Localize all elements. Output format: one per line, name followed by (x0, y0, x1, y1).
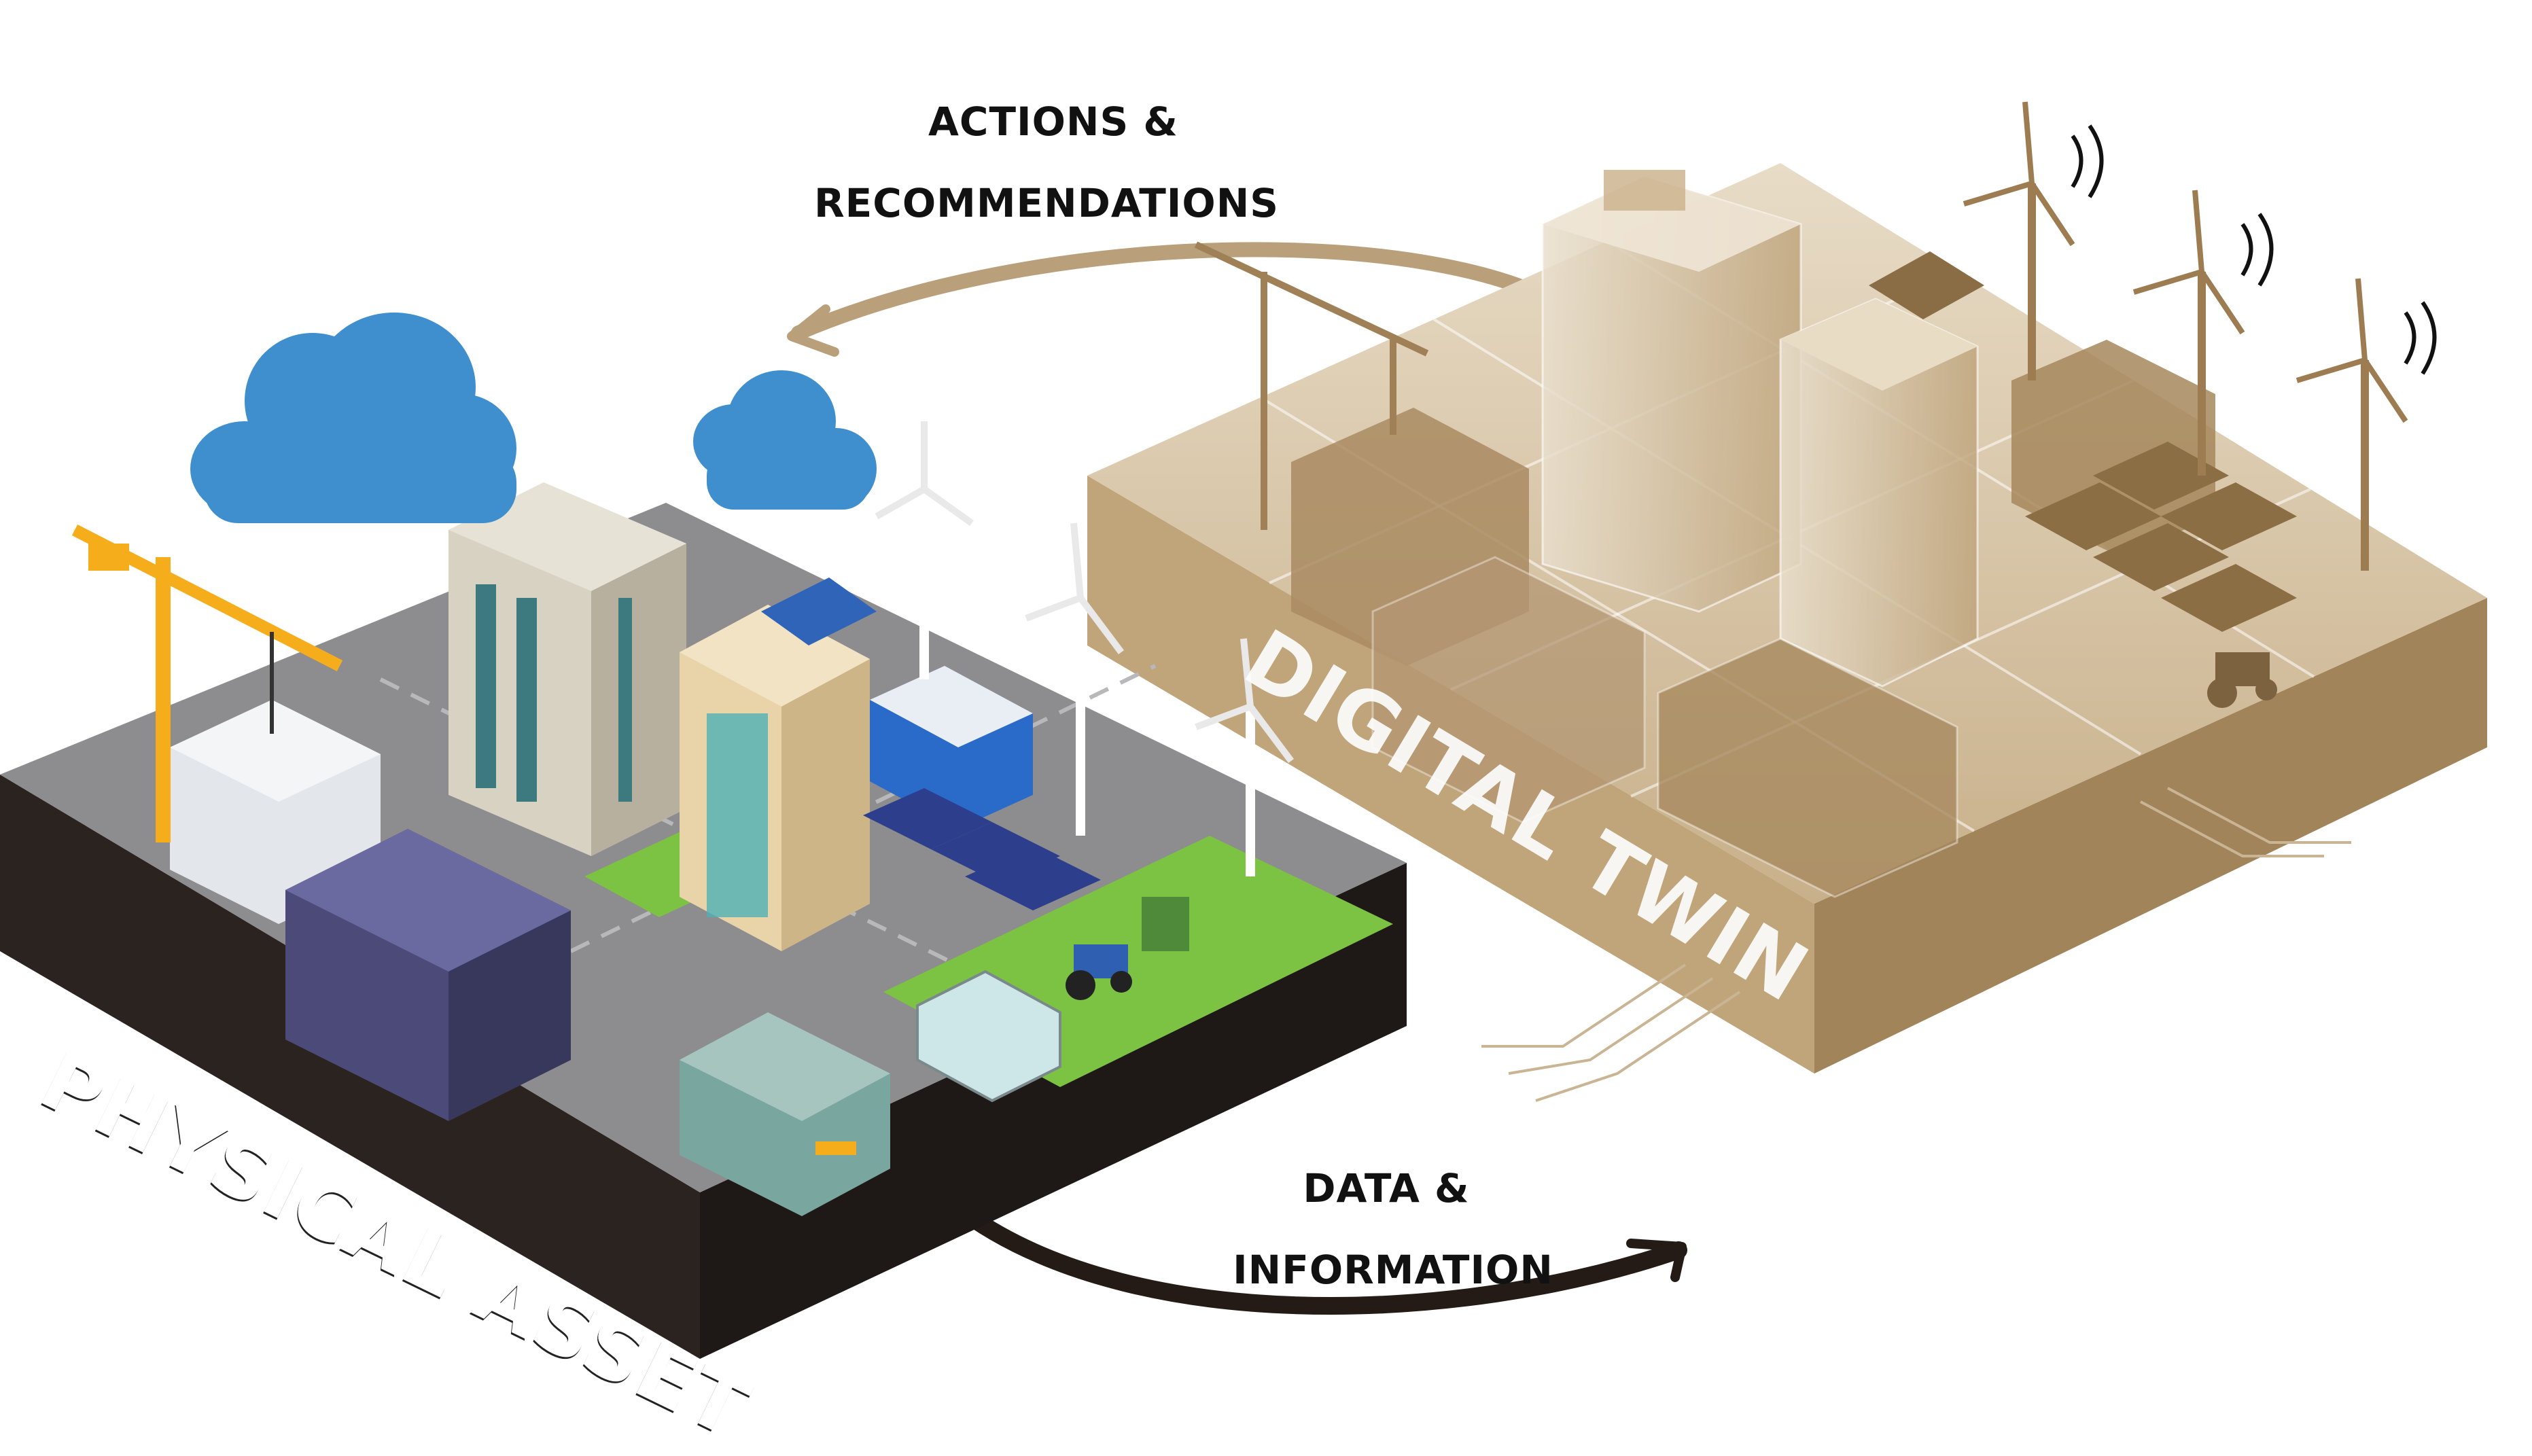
data-label-line2: INFORMATION (1203, 1250, 1583, 1290)
cloud-icon (190, 313, 516, 523)
actions-label-line2: RECOMMENDATIONS (788, 183, 1305, 223)
actions-label-line1: ACTIONS & (917, 102, 1189, 141)
twin-tower-main (1543, 170, 1801, 611)
signal-icon (2073, 126, 2435, 374)
office-tower-1 (449, 482, 686, 856)
cloud-icon (693, 370, 877, 510)
data-label-line1: DATA & (1257, 1169, 1515, 1208)
